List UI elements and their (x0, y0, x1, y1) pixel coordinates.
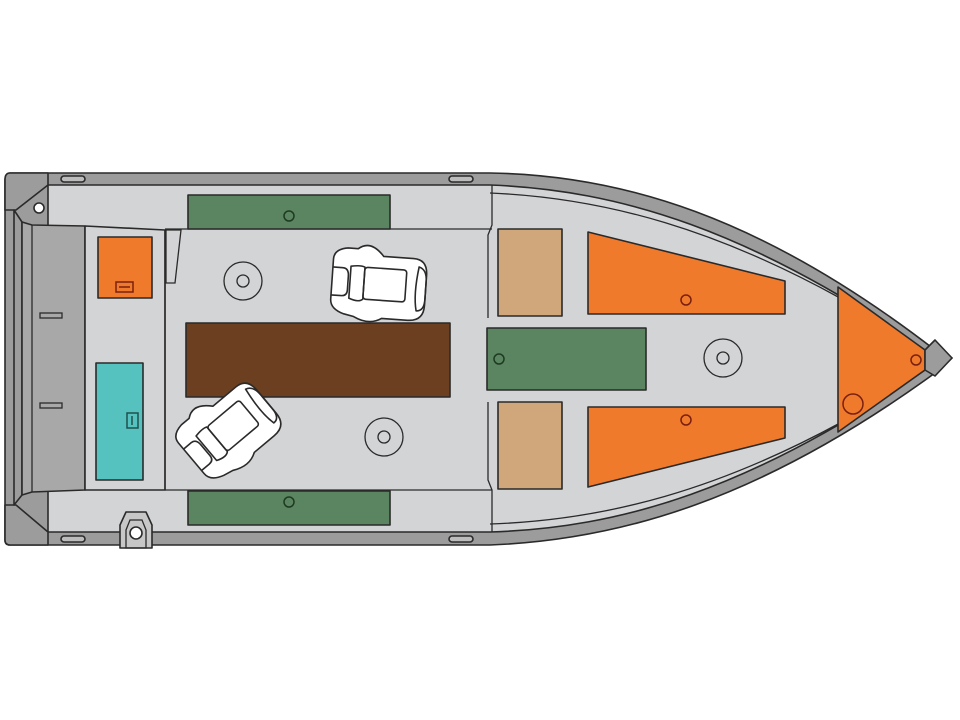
gunwale-line (489, 192, 841, 299)
livewell-latch-icon (126, 412, 139, 429)
bow-cap (924, 339, 953, 377)
seat-base-mid (364, 417, 404, 457)
seat-icon-lower (175, 382, 282, 479)
center-casting-deck (185, 322, 451, 398)
bow-storage-top (587, 231, 786, 315)
cleat-bottom-left (60, 535, 86, 543)
gunwale-line (489, 422, 841, 525)
livewell (95, 362, 144, 481)
rod-locker-latch-icon (283, 496, 295, 508)
aft-area (84, 225, 182, 549)
corner-cap-bottom (4, 504, 49, 546)
center-storage-latch-icon (493, 353, 505, 365)
starboard-rod-locker (187, 490, 391, 526)
drain-plug-icon (33, 202, 45, 214)
forward-bulkhead (487, 185, 493, 532)
anchor-locker-hole-icon (842, 393, 864, 415)
cleat-top-left (60, 175, 86, 183)
cleat-bottom-right (448, 535, 474, 543)
corner-cap-top (4, 172, 49, 211)
latch-icon (115, 281, 134, 293)
tow-eye-inner (125, 519, 147, 549)
tan-storage-box-bottom (497, 401, 563, 490)
center-forward-storage (486, 327, 647, 391)
bow-storage-latch-icon (680, 294, 692, 306)
cockpit (164, 185, 493, 532)
transom-well (13, 209, 23, 506)
step-bracket (165, 229, 182, 284)
transom-slot-bottom (39, 402, 63, 409)
stern-corners (4, 172, 474, 546)
transom (13, 209, 86, 506)
seat-icon-upper (329, 244, 428, 323)
bow-storage-latch-icon (680, 414, 692, 426)
tow-eye-ring (129, 526, 143, 540)
anchor-locker-latch-icon (910, 354, 922, 366)
cleat-top-right (448, 175, 474, 183)
port-rod-locker (187, 194, 391, 230)
bow-storage-bottom (587, 406, 786, 488)
aft-storage-hatch (97, 236, 153, 299)
forward-area (486, 228, 953, 490)
seat-base-aft (223, 261, 263, 301)
rod-locker-latch-icon (283, 210, 295, 222)
transom-slot-top (39, 312, 63, 319)
seat-base-forward (703, 338, 743, 378)
tan-storage-box-top (497, 228, 563, 317)
